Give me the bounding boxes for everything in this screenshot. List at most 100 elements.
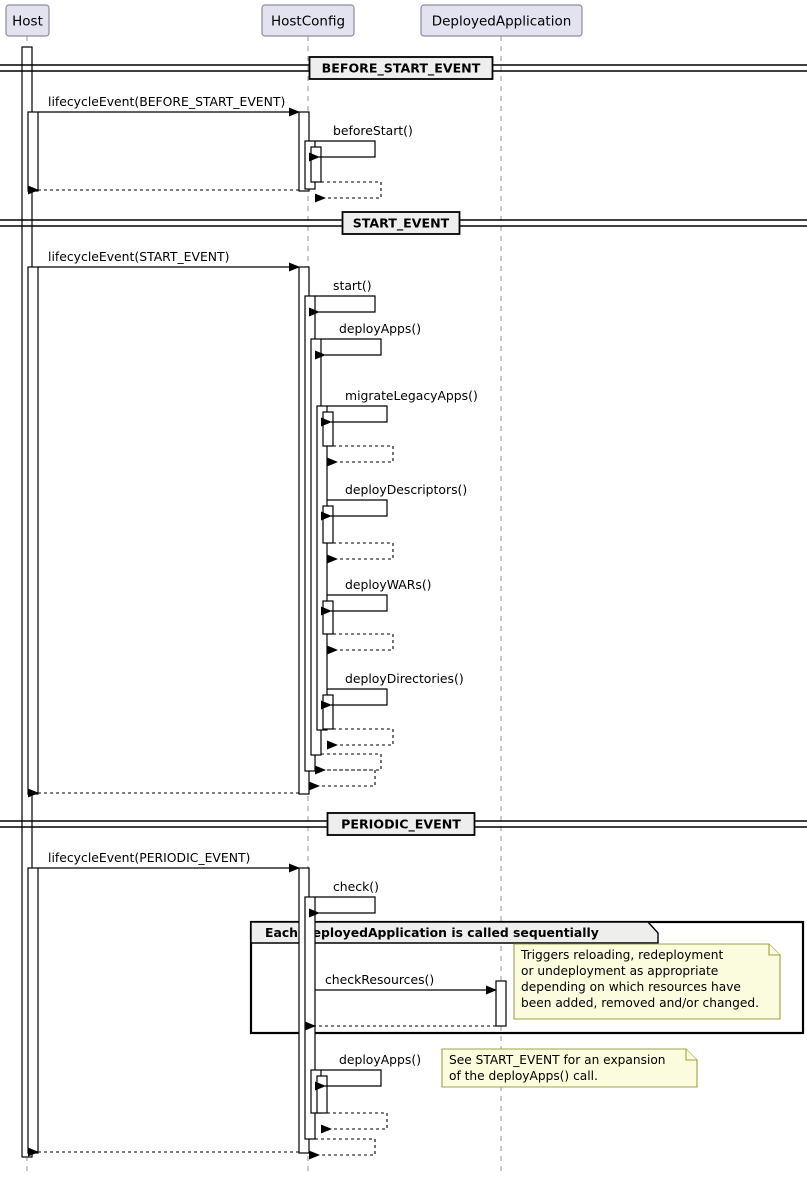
lifelines-layer: [26, 36, 502, 1172]
participant-label-config: HostConfig: [271, 14, 345, 30]
message-label-m8: migrateLegacyApps(): [345, 388, 478, 403]
divider-label-0: BEFORE_START_EVENT: [322, 61, 481, 77]
message-path-m24: [321, 1112, 388, 1134]
activation-bar-a-c15: [316, 1075, 328, 1114]
message-path-m13: [327, 633, 394, 655]
activation-bar-a-c11: [322, 694, 334, 730]
activation-bar-a-h2: [27, 266, 39, 795]
divider-label-2: PERIODIC_EVENT: [341, 817, 461, 833]
participant-box-deploy: [420, 4, 583, 37]
message-m16: [315, 753, 382, 775]
activation-bar-a-c9: [322, 505, 334, 544]
message-m6: start(): [309, 278, 376, 317]
notes-layer: Triggers reloading, redeployment or undep…: [441, 943, 781, 1088]
activation-bar-a-h3: [27, 867, 39, 1154]
message-m1: lifecycleEvent(BEFORE_START_EVENT): [38, 94, 300, 117]
group-label-g1: Each DeployedApplication is called seque…: [265, 925, 599, 940]
note-n2: See START_EVENT for an expansion of the d…: [441, 1048, 698, 1088]
message-path-m10: [321, 499, 388, 521]
message-label-m23: deployApps(): [339, 1052, 421, 1067]
message-path-m14: [321, 688, 388, 710]
participant-box-config: [261, 4, 355, 37]
message-path-m3: [315, 181, 382, 203]
divider-0: BEFORE_START_EVENT: [0, 56, 807, 80]
message-label-m5: lifecycleEvent(START_EVENT): [48, 249, 229, 264]
activations-layer: [21, 46, 507, 1158]
message-path-m9: [327, 445, 394, 467]
message-label-m1: lifecycleEvent(BEFORE_START_EVENT): [48, 94, 285, 109]
note-fold-n1: [768, 944, 780, 956]
message-path-m8: [321, 405, 388, 427]
divider-1: START_EVENT: [0, 211, 807, 235]
groups-layer: Each DeployedApplication is called seque…: [249, 920, 805, 1035]
group-g1: Each DeployedApplication is called seque…: [249, 920, 805, 1035]
message-label-m14: deployDirectories(): [345, 671, 464, 686]
message-m9: [327, 445, 394, 467]
message-m20: check(): [309, 879, 379, 918]
message-m8: migrateLegacyApps(): [321, 388, 478, 427]
message-label-m7: deployApps(): [339, 321, 421, 336]
note-line-n2-1: of the deployApps() call.: [449, 1069, 598, 1083]
participant-config: HostConfig: [261, 4, 355, 37]
activation-bar-a-h1: [27, 111, 39, 192]
message-m2: beforeStart(): [309, 123, 413, 162]
divider-box-2: [326, 812, 476, 836]
note-line-n1-2: depending on which resources have: [521, 980, 741, 994]
message-label-m12: deployWARs(): [345, 577, 432, 592]
message-m19: lifecycleEvent(PERIODIC_EVENT): [38, 850, 300, 873]
message-label-m20: check(): [333, 879, 379, 894]
participant-box-host: [5, 4, 50, 37]
note-line-n1-1: or undeployment as appropriate: [521, 964, 718, 978]
note-n1: Triggers reloading, redeployment or undep…: [513, 943, 781, 1020]
message-label-m2: beforeStart(): [333, 123, 413, 138]
messages-layer: lifecycleEvent(BEFORE_START_EVENT)before…: [28, 94, 497, 1160]
message-m13: [327, 633, 394, 655]
message-m10: deployDescriptors(): [321, 482, 467, 521]
message-m24: [321, 1112, 388, 1134]
message-m3: [315, 181, 382, 203]
message-m25: [309, 1138, 376, 1160]
note-line-n2-0: See START_EVENT for an expansion: [449, 1053, 666, 1067]
message-m17: [309, 769, 376, 791]
note-body-n2: [441, 1048, 698, 1088]
note-line-n1-0: Triggers reloading, redeployment: [520, 948, 723, 962]
message-m14: deployDirectories(): [321, 671, 464, 710]
message-path-m6: [309, 295, 376, 317]
divider-label-1: START_EVENT: [353, 216, 450, 232]
participant-deploy: DeployedApplication: [420, 4, 583, 37]
activation-bar-a-c8: [322, 411, 334, 447]
message-path-m15: [327, 728, 394, 750]
activation-bar-a-d1: [495, 980, 507, 1027]
message-label-m10: deployDescriptors(): [345, 482, 467, 497]
message-path-m7: [315, 338, 382, 360]
participant-label-deploy: DeployedApplication: [432, 14, 572, 30]
message-path-m23: [315, 1069, 382, 1091]
message-m5: lifecycleEvent(START_EVENT): [38, 249, 300, 272]
message-path-m17: [309, 769, 376, 791]
message-m11: [327, 542, 394, 564]
participants-layer: Host HostConfig DeployedApplication: [5, 4, 583, 37]
note-fold-n2: [685, 1049, 697, 1061]
message-path-m12: [321, 594, 388, 616]
participant-host: Host: [5, 4, 50, 37]
activation-bar-a-c13: [304, 896, 316, 1140]
note-line-n1-3: been added, removed and/or changed.: [521, 996, 759, 1010]
activation-bar-a-c3: [310, 146, 322, 183]
message-label-m21: checkResources(): [325, 972, 434, 987]
message-path-m20: [309, 896, 376, 918]
message-m15: [327, 728, 394, 750]
message-m23: deployApps(): [315, 1052, 421, 1091]
message-m7: deployApps(): [315, 321, 421, 360]
message-path-m2: [309, 140, 376, 162]
dividers-layer: BEFORE_START_EVENT START_EVENT PERIODIC_EV…: [0, 56, 807, 836]
group-tab-g1: [250, 921, 659, 944]
message-m21: checkResources(): [315, 972, 497, 995]
activation-bar-a-c10: [322, 600, 334, 635]
message-path-m25: [309, 1138, 376, 1160]
divider-box-1: [341, 211, 461, 235]
message-path-m11: [327, 542, 394, 564]
message-label-m19: lifecycleEvent(PERIODIC_EVENT): [48, 850, 250, 865]
message-label-m6: start(): [333, 278, 372, 293]
